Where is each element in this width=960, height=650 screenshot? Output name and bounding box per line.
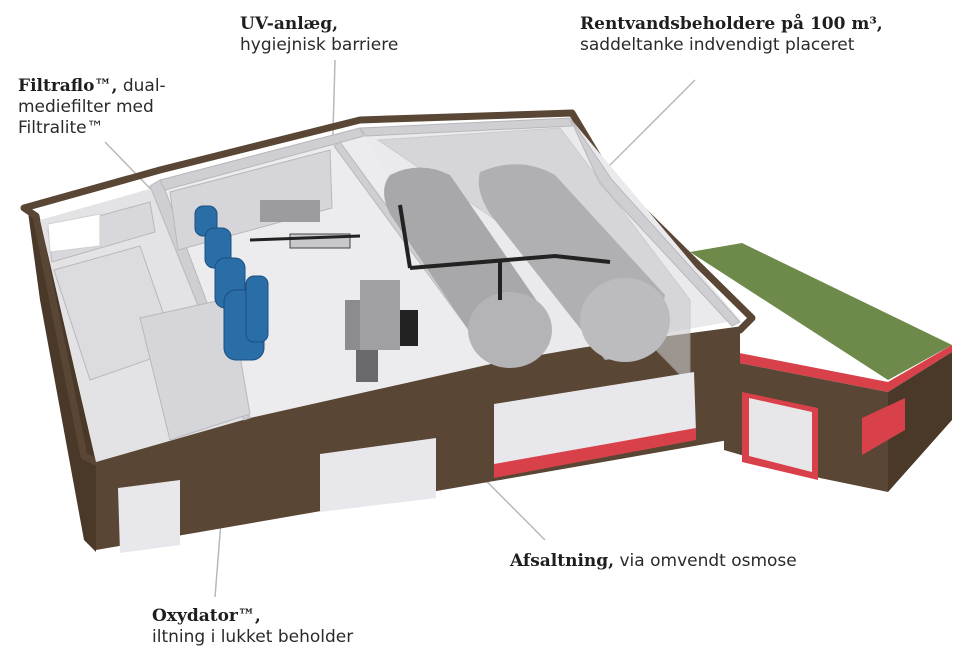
label-afsaltning: Afsaltning, via omvendt osmose (510, 551, 797, 572)
label-afsaltning-title: Afsaltning, (510, 551, 615, 571)
label-oxydator-desc: iltning i lukket beholder (152, 627, 354, 647)
label-tanks-desc: saddeltanke indvendigt placeret (580, 35, 855, 55)
label-oxydator-title: Oxydator™, (152, 606, 261, 626)
annex-building (690, 243, 952, 492)
label-filtraflo-desc-2: mediefilter med (18, 97, 154, 117)
label-oxydator: Oxydator™, iltning i lukket beholder (152, 606, 353, 648)
treatment-equipment (249, 200, 418, 382)
label-filtraflo-desc-1: dual- (117, 76, 166, 96)
label-filtraflo: Filtraflo™, dual- mediefilter med Filtra… (18, 76, 166, 139)
label-filtraflo-desc-3: Filtralite™ (18, 118, 104, 138)
label-uv-desc: hygiejnisk barriere (240, 35, 399, 55)
label-filtraflo-title: Filtraflo™, (18, 76, 118, 96)
label-afsaltning-desc: via omvendt osmose (614, 551, 797, 571)
label-uv-anlaeg: UV-anlæg, hygiejnisk barriere (240, 14, 398, 56)
filtraflo-filters (194, 205, 269, 361)
front-windows (47, 213, 696, 553)
label-rentvandsbeholdere: Rentvandsbeholdere på 100 m³, saddeltank… (580, 14, 883, 56)
clean-water-tanks (384, 164, 670, 368)
label-tanks-title: Rentvandsbeholdere på 100 m³, (580, 14, 883, 34)
label-uv-title: UV-anlæg, (240, 14, 339, 34)
